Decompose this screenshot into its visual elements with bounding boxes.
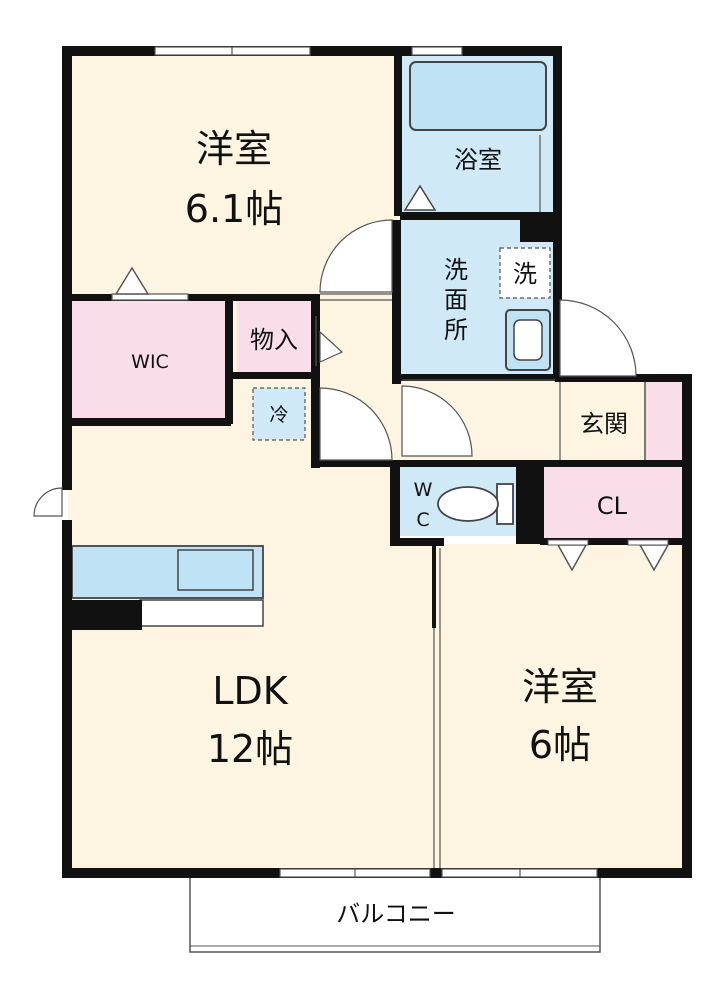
door-swing-bedroom1 xyxy=(319,219,393,293)
wall-wic-right xyxy=(225,300,233,424)
fixtures xyxy=(71,61,551,630)
wall-left-lower xyxy=(62,520,72,878)
fridge-label: 冷 xyxy=(269,404,288,426)
wc-label-1: W xyxy=(414,479,433,501)
wic-label: WIC xyxy=(131,351,169,373)
bedroom1-door-mark xyxy=(114,266,150,295)
wall-right-lower xyxy=(682,374,692,878)
floor-entrance xyxy=(555,378,645,466)
storage-door-mark xyxy=(319,330,344,363)
washroom-label-3: 所 xyxy=(444,316,468,344)
washroom-label-2: 面 xyxy=(444,286,468,314)
partitions xyxy=(111,266,670,868)
kitchen-sink xyxy=(177,549,254,591)
wall-closet-bottom xyxy=(540,538,690,545)
wall-storage-bottom xyxy=(232,372,316,379)
washroom-label-1: 洗 xyxy=(444,256,468,284)
western-room-2-size: 6帖 xyxy=(529,723,591,767)
balcony-label: バルコニー xyxy=(336,900,456,928)
wall-top xyxy=(62,46,562,56)
floor-storage xyxy=(237,300,311,372)
bathtub xyxy=(409,61,547,131)
western-room-2-name: 洋室 xyxy=(522,665,598,709)
wall-closet-top xyxy=(540,460,690,467)
ldk-size: 12帖 xyxy=(207,727,293,771)
closet-rail-1 xyxy=(547,539,589,546)
kitchen-cabinet xyxy=(139,599,264,627)
wall-wic-bottom xyxy=(66,418,231,426)
kitchen-wall-block xyxy=(72,600,142,630)
toilet-bowl xyxy=(437,486,499,522)
wall-bath-corner xyxy=(520,212,562,242)
wall-entrance-top xyxy=(555,374,692,382)
washer-label: 洗 xyxy=(513,260,537,288)
wall-hall-bottom xyxy=(311,460,396,467)
floor-western-room-2 xyxy=(440,544,684,872)
floor-wic xyxy=(72,300,225,418)
door-swing-front xyxy=(559,299,637,377)
labels: 洋室 6.1帖 WIC 物入 冷 浴室 洗 面 所 洗 玄関 W C CL LD… xyxy=(131,127,628,928)
ldk-name: LDK xyxy=(212,669,288,713)
fridge-space xyxy=(252,387,306,441)
bath-door-mark xyxy=(403,184,437,211)
wall-wc-bottom xyxy=(390,538,444,546)
bath-label: 浴室 xyxy=(454,146,502,174)
storage-label: 物入 xyxy=(250,326,298,354)
bedroom1-opening xyxy=(111,293,189,301)
wall-left-upper xyxy=(62,46,72,490)
wall-washroom-bottom xyxy=(400,374,562,381)
western-room-1-size: 6.1帖 xyxy=(185,187,283,231)
window-bath xyxy=(411,46,463,56)
door-swing-washroom xyxy=(401,385,473,457)
windows xyxy=(154,46,598,878)
door-swing-side xyxy=(33,487,63,517)
floor-entrance-step xyxy=(645,378,684,466)
closet-label: CL xyxy=(597,492,628,520)
wall-wc-top xyxy=(390,460,522,467)
western-room-1-name: 洋室 xyxy=(196,127,272,171)
wall-bath-left xyxy=(394,46,402,216)
toilet-tank xyxy=(496,483,514,525)
entrance-label: 玄関 xyxy=(580,410,628,438)
wall-wc-cl-divider xyxy=(516,460,544,544)
wall-hall-pillar xyxy=(311,300,320,468)
washer-pan xyxy=(499,247,551,299)
wash-basin-bowl xyxy=(513,319,543,361)
wall-bath-bottom xyxy=(400,212,562,220)
wc-label-2: C xyxy=(416,509,429,531)
wall-wc-left xyxy=(390,460,400,546)
wall-bedroom1-bottom xyxy=(66,294,320,301)
door-swings xyxy=(33,219,637,517)
wall-bedroom2-left xyxy=(432,544,436,628)
door-swing-ldk xyxy=(319,387,393,461)
closet-rail-2 xyxy=(627,539,669,546)
wall-washroom-left xyxy=(392,220,401,384)
floor-closet xyxy=(540,466,684,544)
